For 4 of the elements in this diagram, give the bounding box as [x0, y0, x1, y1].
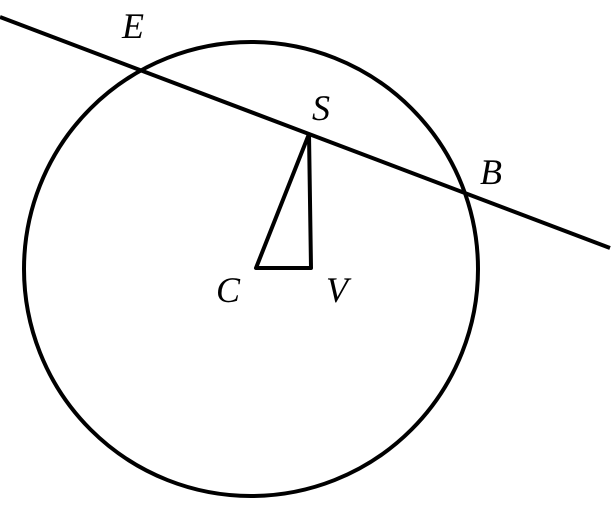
point-label: B [480, 154, 502, 190]
point-label: S [312, 90, 330, 126]
point-label: E [122, 8, 144, 44]
point-label: C [216, 272, 240, 308]
